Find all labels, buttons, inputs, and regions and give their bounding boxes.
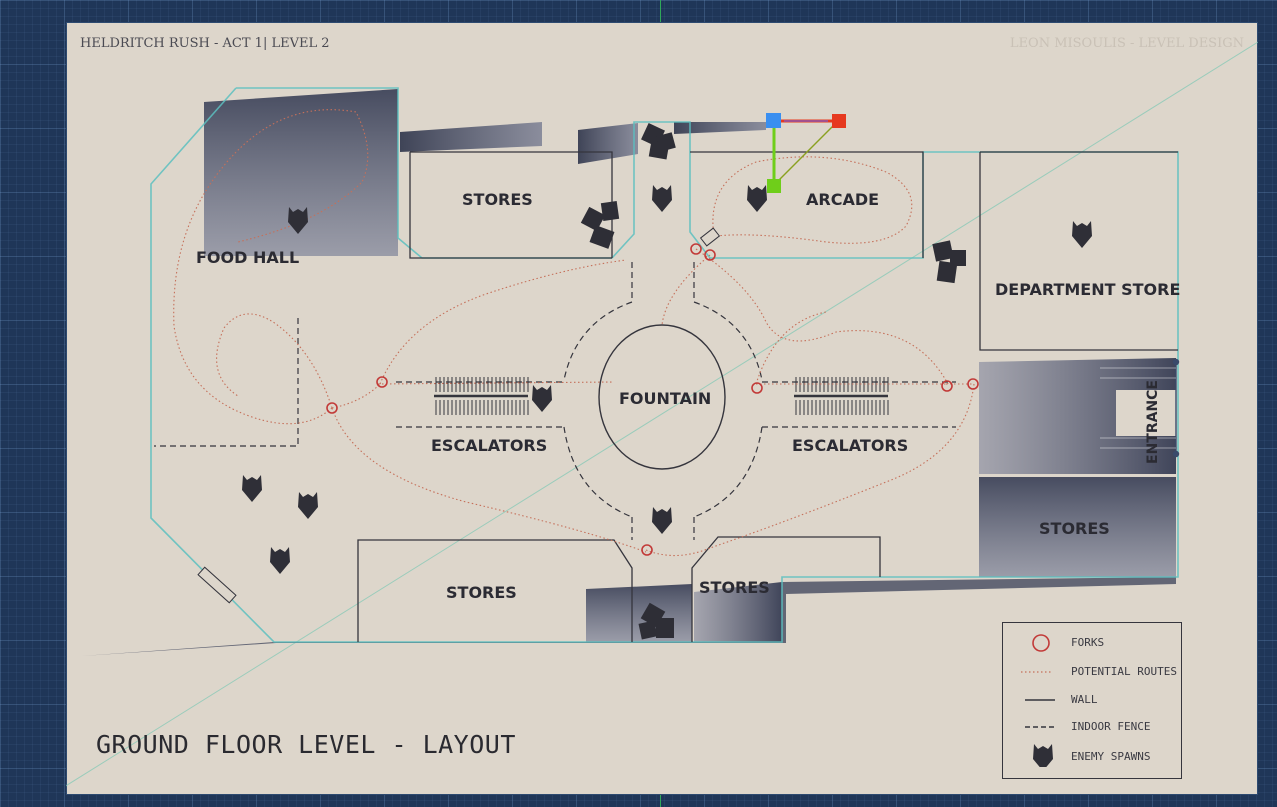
legend-panel: FORKS POTENTIAL ROUTES WALL INDOOR FENCE… [1002,622,1182,779]
escalators-left-steps [434,377,529,415]
fork-legend-icon [1032,634,1050,652]
label-arcade: ARCADE [806,190,879,209]
gizmo-y-handle[interactable] [767,179,781,193]
fence-legend-icon [1025,726,1055,728]
label-food-hall: FOOD HALL [196,248,299,267]
label-stores-right: STORES [1039,519,1110,538]
layout-title: GROUND FLOOR LEVEL - LAYOUT [96,730,516,759]
indoor-fences [154,262,956,540]
legend-item-spawns: ENEMY SPAWNS [1003,744,1181,769]
label-stores-bottom-left: STORES [446,583,517,602]
gizmo-x-handle[interactable] [832,114,846,128]
fork-markers [326,243,979,556]
legend-item-routes: POTENTIAL ROUTES [1003,660,1181,684]
legend-label-routes: POTENTIAL ROUTES [1071,665,1177,678]
spawn-legend-icon [1033,744,1053,767]
escalators-right-steps [794,377,889,415]
shadow-masses [82,89,1178,656]
gizmo-center-handle[interactable] [766,113,781,128]
label-entrance: ENTRANCE [1145,380,1161,464]
label-escalators-left: ESCALATORS [431,436,547,455]
viewport-diagonal-guide [66,41,1258,787]
doors [197,227,721,604]
legend-label-forks: FORKS [1071,636,1105,649]
route-legend-icon [1021,671,1053,673]
header-project-label: HELDRITCH RUSH - ACT 1| LEVEL 2 [80,36,330,51]
floor-plan: FOOD HALL STORES ARCADE DEPARTMENT STORE… [66,41,1258,787]
walls [357,151,1178,642]
legend-label-wall: WALL [1071,693,1098,706]
label-stores-top: STORES [462,190,533,209]
label-stores-bottom-mid: STORES [699,578,770,597]
gizmo-plane-edge [773,120,839,186]
legend-item-wall: WALL [1003,688,1181,712]
label-department-store: DEPARTMENT STORE [995,280,1180,299]
level-layout-sheet[interactable]: HELDRITCH RUSH - ACT 1| LEVEL 2 LEON MIS… [66,22,1258,795]
wall-legend-icon [1025,699,1055,701]
transform-gizmo[interactable] [766,113,846,193]
header-author-label: LEON MISOULIS - LEVEL DESIGN [1009,36,1244,51]
legend-item-fence: INDOOR FENCE [1003,715,1181,739]
label-fountain: FOUNTAIN [619,389,711,408]
label-escalators-right: ESCALATORS [792,436,908,455]
legend-label-fence: INDOOR FENCE [1071,720,1151,733]
entrance-doors [1100,358,1180,458]
crate-clusters [580,123,966,640]
fountain-basin [598,324,726,470]
legend-item-forks: FORKS [1003,631,1181,655]
legend-label-spawns: ENEMY SPAWNS [1071,750,1151,763]
